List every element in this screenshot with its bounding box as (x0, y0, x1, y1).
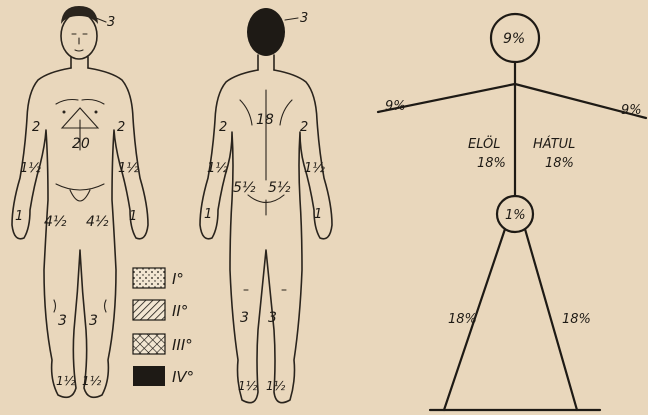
front-figure: 3 20 2 2 1½ 1½ 1 1 4½ 4½ 3 3 1½ 1½ (12, 6, 148, 397)
stick-leg-left-value: 18% (448, 312, 477, 327)
back-back-value: 18 (256, 112, 274, 128)
legend-label-3: III° (172, 336, 193, 354)
front-hand-right-value: 1 (129, 209, 137, 224)
legend-swatch-solid (133, 366, 165, 386)
back-buttock-right-value: 5½ (268, 180, 291, 196)
front-thigh-left-value: 4½ (44, 214, 67, 230)
front-thigh-right-value: 4½ (86, 214, 109, 230)
front-foot-right-value: 1½ (82, 374, 102, 388)
front-hand-left-value: 1 (15, 209, 23, 224)
stick-figure: 9% 9% 9% ELÖL 18% HÁTUL 18% 1% 18% 18% (378, 14, 646, 410)
stick-back-value: 18% (545, 156, 574, 171)
back-foot-left-value: 1½ (238, 379, 258, 393)
stick-front-value: 18% (477, 156, 506, 171)
legend-label-4: IV° (172, 368, 194, 386)
stick-head-value: 9% (503, 31, 525, 47)
front-head (61, 13, 97, 59)
stick-genital-value: 1% (505, 208, 526, 223)
front-torso (12, 68, 148, 397)
back-head (247, 8, 285, 56)
stick-arm-left-value: 9% (385, 99, 406, 114)
back-foot-right-value: 1½ (266, 379, 286, 393)
back-head-value: 3 (300, 11, 308, 26)
stick-front-label: ELÖL (468, 135, 501, 152)
stick-arm-right-value: 9% (621, 103, 642, 118)
back-shin-left-value: 3 (240, 310, 249, 326)
back-buttock-left-value: 5½ (233, 180, 256, 196)
front-upper-arm-left-value: 2 (32, 120, 40, 135)
back-hand-right-value: 1 (314, 207, 322, 222)
legend-label-2: II° (172, 302, 188, 320)
back-upper-arm-left-value: 2 (219, 120, 227, 135)
front-shin-left-value: 3 (58, 313, 67, 329)
front-forearm-left-value: 1½ (20, 161, 41, 176)
stick-leg-right-value: 18% (562, 312, 591, 327)
front-chest-value: 20 (72, 136, 90, 152)
legend: I° II° III° IV° (133, 268, 194, 386)
legend-label-1: I° (172, 270, 184, 288)
stick-back-label: HÁTUL (533, 136, 575, 152)
front-forearm-right-value: 1½ (118, 161, 139, 176)
front-head-value: 3 (107, 15, 115, 30)
back-forearm-right-value: 1½ (304, 161, 325, 176)
back-figure: 3 18 2 2 1½ 1½ 1 1 5½ 5½ 3 3 1½ 1½ (200, 8, 332, 403)
front-shin-right-value: 3 (89, 313, 98, 329)
front-foot-left-value: 1½ (56, 374, 76, 388)
back-upper-arm-right-value: 2 (300, 120, 308, 135)
front-upper-arm-right-value: 2 (117, 120, 125, 135)
back-forearm-left-value: 1½ (207, 161, 228, 176)
back-hand-left-value: 1 (204, 207, 212, 222)
back-shin-right-value: 3 (268, 310, 277, 326)
